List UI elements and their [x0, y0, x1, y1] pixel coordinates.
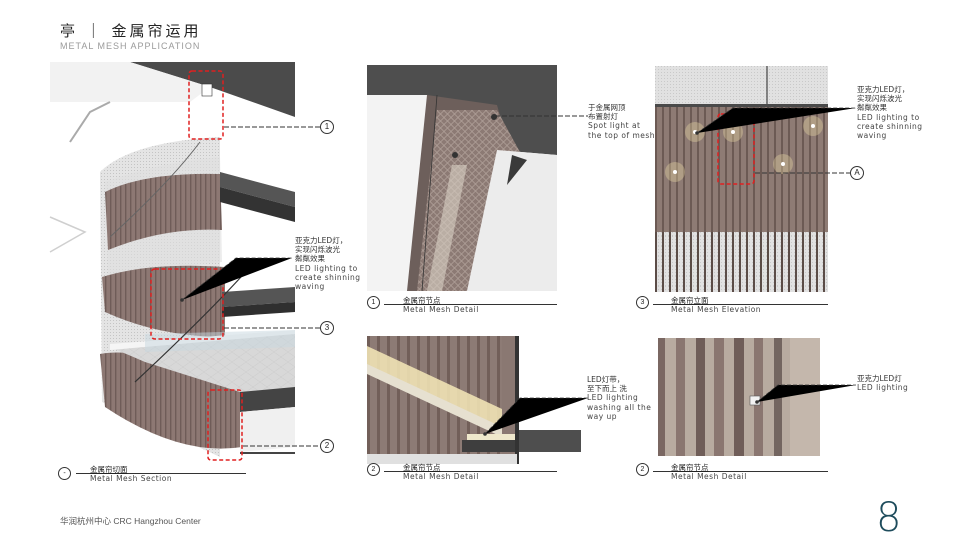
note-cn-line: 布置射灯 — [588, 112, 618, 122]
caption-elevation-number: 3 — [636, 296, 649, 309]
highlight-box-2 — [207, 389, 243, 461]
caption-detail3: 金属帘节点 Metal Mesh Detail — [671, 463, 747, 481]
note-en-line: waving — [857, 131, 887, 141]
note-cn-line: 实现闪烁波光 — [295, 245, 340, 255]
callout-3[interactable]: 3 — [320, 321, 334, 335]
note-cn-line: 于金属网顶 — [588, 103, 626, 112]
note-cn-line: LED灯带， — [587, 375, 625, 384]
note-cn-line: 亚克力LED灯 — [857, 374, 902, 383]
note-cn-line: 粼粼效果 — [857, 103, 887, 113]
highlight-box-3 — [150, 268, 224, 340]
caption-section-number: - — [58, 467, 71, 480]
note-left-led: 亚克力LED灯， 实现闪烁波光 粼粼效果 LED lighting to cre… — [295, 236, 365, 291]
note-en-line: LED lighting — [587, 393, 639, 403]
caption-detail2-number: 2 — [367, 463, 380, 476]
page-subtitle: METAL MESH APPLICATION — [60, 41, 201, 51]
note-en-line: washing all the — [587, 402, 652, 412]
caption-elevation: 金属帘立面 Metal Mesh Elevation — [671, 296, 761, 314]
page-title: 亭 ｜ 金属帘运用 — [60, 22, 202, 40]
section-render-image — [49, 62, 295, 457]
caption-section: 金属帘切面 Metal Mesh Section — [90, 465, 172, 483]
callout-A[interactable]: A — [850, 166, 864, 180]
note-cn-line: 亚克力LED灯， — [295, 236, 348, 245]
note-en-line: the top of mesh — [588, 130, 656, 140]
note-en-line: LED lighting to — [857, 112, 920, 122]
note-en-line: Spot light at — [588, 121, 641, 131]
caption-cn: 金属帘立面 — [671, 296, 709, 305]
note-cn-line: 粼粼效果 — [295, 254, 325, 264]
note-en-line: LED lighting to — [295, 263, 358, 273]
page-number: 8 — [876, 495, 902, 540]
caption-cn: 金属帘切面 — [90, 465, 128, 474]
detail-2-render-image — [367, 336, 581, 464]
caption-en: Metal Mesh Detail — [671, 472, 747, 481]
detail-3-render-image — [658, 338, 820, 456]
caption-detail1-rule — [384, 304, 557, 305]
caption-detail2-rule — [384, 471, 557, 472]
note-en-line: create shinning — [295, 272, 361, 282]
note-cn-line: 亚克力LED灯， — [857, 85, 910, 94]
caption-detail3-rule — [653, 471, 828, 472]
note-en-line: way up — [587, 411, 618, 421]
caption-en: Metal Mesh Detail — [403, 305, 479, 314]
highlight-box-1 — [188, 70, 224, 140]
note-cn-line: 实现闪烁波光 — [857, 94, 902, 104]
note-en-line: LED lighting — [857, 383, 909, 393]
caption-cn: 金属帘节点 — [403, 296, 441, 305]
caption-elevation-rule — [653, 304, 828, 305]
note-led-strip: LED灯带， 至下而上 洗 LED lighting washing all t… — [587, 375, 657, 421]
note-elevation-led: 亚克力LED灯， 实现闪烁波光 粼粼效果 LED lighting to cre… — [857, 85, 929, 140]
caption-detail1: 金属帘节点 Metal Mesh Detail — [403, 296, 479, 314]
note-acrylic-led: 亚克力LED灯 LED lighting — [857, 374, 927, 392]
caption-detail2: 金属帘节点 Metal Mesh Detail — [403, 463, 479, 481]
callout-1[interactable]: 1 — [320, 120, 334, 134]
caption-cn: 金属帘节点 — [403, 463, 441, 472]
callout-2[interactable]: 2 — [320, 439, 334, 453]
note-spotlight: 于金属网顶 布置射灯 Spot light at the top of mesh — [588, 103, 663, 140]
note-en-line: create shinning — [857, 121, 923, 131]
note-en-line: waving — [295, 282, 325, 292]
footer-company: 华润杭州中心 CRC Hangzhou Center — [60, 516, 201, 526]
caption-en: Metal Mesh Section — [90, 474, 173, 483]
caption-en: Metal Mesh Elevation — [671, 305, 762, 314]
caption-detail3-number: 2 — [636, 463, 649, 476]
detail-1-render-image — [367, 65, 557, 292]
caption-section-rule — [76, 473, 246, 474]
caption-en: Metal Mesh Detail — [403, 472, 479, 481]
caption-cn: 金属帘节点 — [671, 463, 709, 472]
caption-detail1-number: 1 — [367, 296, 380, 309]
note-cn-line: 至下而上 洗 — [587, 384, 627, 394]
